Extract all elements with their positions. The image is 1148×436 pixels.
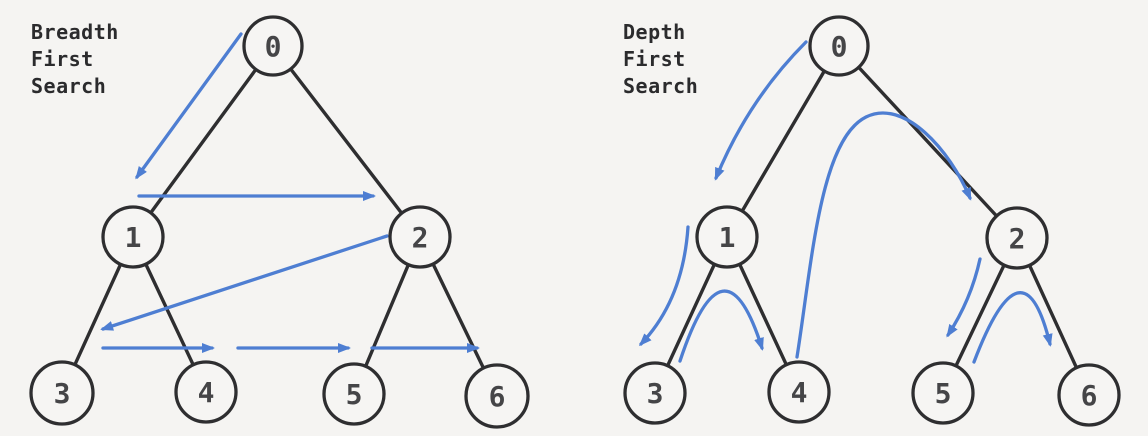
dfs-traversal-arrow-0-1 xyxy=(714,40,808,181)
dfs-node-label-3: 3 xyxy=(647,377,664,410)
dfs-title-line: First xyxy=(623,47,686,71)
bfs-node-circle-5 xyxy=(322,362,386,426)
dfs-title-line: Search xyxy=(623,74,698,98)
dfs-traversal-arrow-2-5 xyxy=(946,257,982,338)
bfs-node-5: 5 xyxy=(322,362,386,426)
dfs-node-label-5: 5 xyxy=(935,377,952,410)
bfs-node-4: 4 xyxy=(174,360,238,424)
dfs-traversal-arrow-1-3 xyxy=(638,225,690,347)
dfs-node-label-0: 0 xyxy=(831,30,848,63)
bfs-node-circle-0 xyxy=(242,15,304,77)
dfs-node-label-2: 2 xyxy=(1009,222,1026,255)
dfs-node-label-6: 6 xyxy=(1081,379,1098,412)
bfs-node-label-2: 2 xyxy=(412,221,429,254)
bfs-node-0: 0 xyxy=(242,15,304,77)
bfs-edge-0-2 xyxy=(271,44,422,239)
dfs-node-4: 4 xyxy=(767,360,831,424)
bfs-node-label-4: 4 xyxy=(198,376,215,409)
bfs-traversal-arrow-0-1 xyxy=(135,32,243,180)
dfs-traversal-arrow-5-6 xyxy=(972,291,1053,364)
dfs-node-label-1: 1 xyxy=(719,221,736,254)
dfs-node-5: 5 xyxy=(911,361,975,425)
dfs-traversal-arrow-3-4 xyxy=(678,289,764,363)
dfs-node-circle-0 xyxy=(808,15,870,77)
dfs-edge-0-2 xyxy=(837,44,1019,240)
dfs-edge-0-1 xyxy=(725,44,841,239)
dfs-node-circle-3 xyxy=(623,361,687,425)
bfs-title-line: Breadth xyxy=(31,20,119,44)
bfs-node-label-3: 3 xyxy=(54,377,71,410)
dfs-node-0: 0 xyxy=(808,15,870,77)
dfs-node-label-4: 4 xyxy=(791,376,808,409)
dfs-node-circle-4 xyxy=(767,360,831,424)
dfs-node-circle-2 xyxy=(985,206,1049,270)
bfs-title-line: Search xyxy=(31,74,106,98)
dfs-node-2: 2 xyxy=(985,206,1049,270)
bfs-node-circle-4 xyxy=(174,360,238,424)
bfs-node-6: 6 xyxy=(464,363,530,429)
dfs-node-6: 6 xyxy=(1057,363,1121,427)
bfs-node-circle-6 xyxy=(464,363,530,429)
dfs-node-3: 3 xyxy=(623,361,687,425)
dfs-title-line: Depth xyxy=(623,20,686,44)
bfs-node-label-5: 5 xyxy=(346,378,363,411)
bfs-node-circle-2 xyxy=(388,205,452,269)
bfs-edge-0-1 xyxy=(131,44,275,239)
dfs-node-circle-5 xyxy=(911,361,975,425)
bfs-node-1: 1 xyxy=(101,205,165,269)
bfs-node-2: 2 xyxy=(388,205,452,269)
dfs-traversal-arrow-4-2 xyxy=(795,111,972,359)
dfs-node-1: 1 xyxy=(695,205,759,269)
bfs-title-line: First xyxy=(31,47,94,71)
bfs-node-circle-3 xyxy=(29,360,95,426)
bfs-node-label-6: 6 xyxy=(489,380,506,413)
bfs-node-3: 3 xyxy=(29,360,95,426)
dfs-node-circle-6 xyxy=(1057,363,1121,427)
dfs-node-circle-1 xyxy=(695,205,759,269)
bfs-node-label-0: 0 xyxy=(265,30,282,63)
bfs-node-circle-1 xyxy=(101,205,165,269)
bfs-traversal-arrow-2-3 xyxy=(100,234,389,331)
bfs-node-label-1: 1 xyxy=(125,221,142,254)
